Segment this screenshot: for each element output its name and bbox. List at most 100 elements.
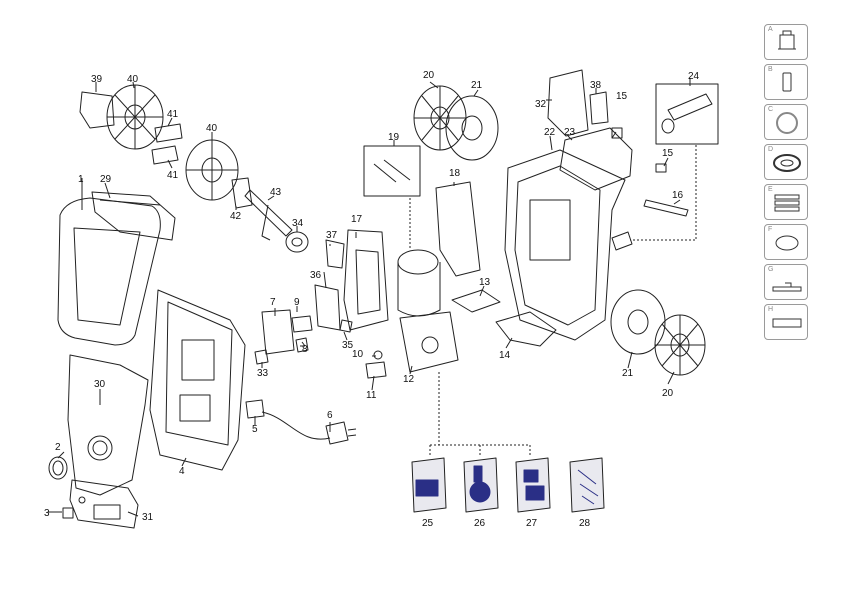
hubcap-part [445, 95, 499, 161]
tile-letter: G [768, 266, 774, 273]
strip-part [643, 199, 689, 217]
phone-icon [782, 72, 792, 92]
switch-box-part [261, 309, 295, 355]
sidebar-tile-c[interactable]: C [764, 104, 808, 140]
label-15b: 15 [662, 148, 674, 159]
screw-kit-bag [569, 457, 605, 513]
label-13: 13 [479, 277, 491, 288]
label-36: 36 [310, 270, 322, 281]
label-38: 38 [590, 80, 602, 91]
motor-part [397, 249, 441, 317]
label-24: 24 [688, 71, 700, 82]
label-5: 5 [252, 424, 258, 435]
bracket-part [343, 229, 389, 331]
label-17: 17 [351, 214, 363, 225]
sidebar-tile-d[interactable]: D [764, 144, 808, 180]
bracket-small-part [314, 284, 341, 331]
label-39: 39 [91, 74, 103, 85]
label-41a: 41 [167, 109, 179, 120]
hubcap-part-2 [654, 314, 706, 376]
rear-housing-part [149, 289, 246, 471]
label-11: 11 [366, 390, 377, 401]
label-25: 25 [422, 518, 434, 529]
flat-plate-icon [772, 318, 802, 328]
label-43: 43 [270, 187, 282, 198]
label-4: 4 [179, 466, 185, 477]
hose-connector-part [611, 231, 633, 251]
o-ring-icon [776, 112, 798, 134]
tile-letter: D [768, 146, 774, 153]
filter-plate-icon [772, 282, 802, 292]
label-3: 3 [44, 508, 50, 519]
label-18: 18 [449, 168, 461, 179]
hose-reel-part [106, 84, 164, 150]
label-41b: 41 [167, 170, 179, 181]
tile-letter: C [768, 106, 774, 113]
connector-part [365, 361, 387, 379]
tile-letter: B [768, 66, 773, 73]
label-7: 7 [270, 297, 276, 308]
power-cord-part [261, 411, 331, 440]
label-37: 37 [326, 230, 338, 241]
gasket-part-2 [495, 311, 557, 347]
crank-part [244, 189, 293, 241]
label-12: 12 [403, 374, 415, 385]
terminal-part [291, 315, 313, 333]
label-22: 22 [544, 127, 556, 138]
label-21a: 21 [471, 80, 483, 91]
latch-part [589, 91, 609, 125]
holder-part [547, 69, 589, 137]
label-21b: 21 [622, 368, 634, 379]
sidebar-tile-b[interactable]: B [764, 64, 808, 100]
label-27: 27 [526, 518, 538, 529]
gasket-part [451, 289, 501, 313]
piston-kit-bag [515, 457, 551, 513]
label-6: 6 [327, 410, 333, 421]
label-34: 34 [292, 218, 304, 229]
label-leaders [48, 78, 691, 517]
screw-part-15 [611, 127, 623, 139]
tile-letter: A [768, 26, 773, 33]
label-29: 29 [100, 174, 112, 185]
label-14: 14 [499, 350, 511, 361]
reel-clip-part [151, 123, 183, 165]
screw-part-33 [254, 349, 269, 365]
sidebar-tile-f[interactable]: F [764, 224, 808, 260]
tile-letter: H [768, 306, 774, 313]
tile-letter: E [768, 186, 773, 193]
brush-kit-part [363, 145, 421, 197]
disc-icon [775, 235, 799, 251]
label-16: 16 [672, 190, 684, 201]
main-housing-part [504, 149, 626, 341]
label-26: 26 [474, 518, 486, 529]
sidebar-tile-e[interactable]: E [764, 184, 808, 220]
switch-panel-part [69, 479, 139, 529]
sidebar-tile-h[interactable]: H [764, 304, 808, 340]
sidebar-tile-a[interactable]: A [764, 24, 808, 60]
front-cover-part [67, 354, 149, 496]
label-42: 42 [230, 211, 242, 222]
reel-bracket-part-2 [231, 177, 253, 209]
label-32: 32 [535, 99, 547, 110]
handle-cap-part [91, 191, 176, 241]
valve-kit-bag [463, 457, 499, 513]
label-40a: 40 [127, 74, 139, 85]
cover-plate-part [435, 181, 481, 277]
label-33: 33 [257, 368, 269, 379]
wheel-part [413, 85, 467, 151]
clip-part [325, 239, 345, 269]
label-8: 8 [302, 344, 308, 355]
wheel-part-2 [610, 289, 666, 355]
quick-connector-part [661, 93, 713, 134]
label-35: 35 [342, 340, 354, 351]
quick-connect-kit-box [655, 83, 719, 145]
plug-part [295, 337, 309, 353]
label-1: 1 [78, 174, 84, 185]
pump-part [399, 311, 459, 373]
tile-letter: F [768, 226, 773, 233]
stacked-seals-icon [774, 194, 800, 212]
reel-bracket-part [79, 91, 115, 129]
leader-line [409, 145, 697, 456]
o-ring-part [373, 350, 383, 360]
sidebar-tile-g[interactable]: G [764, 264, 808, 300]
